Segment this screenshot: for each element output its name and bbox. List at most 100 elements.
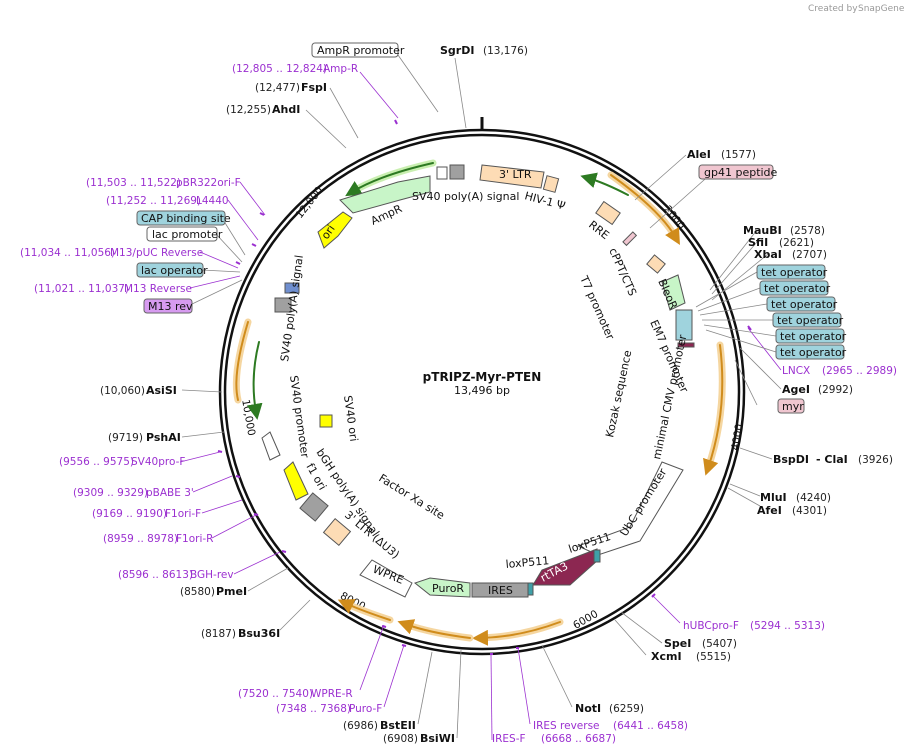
box-tet-operator-1[interactable] — [756, 264, 826, 280]
hiv-box[interactable] — [542, 175, 560, 193]
gp41-mark[interactable] — [622, 231, 638, 247]
box-myr-label: myr — [782, 400, 804, 413]
tick-m13 — [235, 261, 241, 265]
box-myr[interactable] — [777, 398, 805, 414]
box-cap[interactable] — [136, 210, 226, 226]
sv40-ori-box[interactable] — [319, 414, 333, 428]
site-xbai[interactable]: XbaI — [754, 248, 782, 261]
sv40pa-top-box[interactable] — [449, 164, 465, 180]
box-tet-operator-5[interactable] — [775, 328, 845, 344]
site-bsu36i[interactable]: Bsu36I — [238, 627, 280, 640]
tick-purof — [401, 644, 407, 647]
site-ahdi[interactable]: AhdI — [272, 103, 300, 116]
leader-xcmi — [614, 619, 647, 656]
sv40-promoter-arrow[interactable] — [261, 431, 281, 461]
leader-hubcprof — [651, 594, 681, 624]
orf-arrow-bottom-2 — [397, 619, 471, 639]
site-spei[interactable]: SpeI — [664, 637, 691, 650]
lac-operator-mark[interactable] — [284, 282, 300, 294]
box-lac-operator[interactable] — [136, 262, 204, 278]
site-noti-pos: (6259) — [609, 703, 644, 715]
site-bsiwi[interactable]: BsiWI — [420, 732, 455, 745]
small-white-box[interactable] — [436, 166, 448, 180]
primer-f1orif[interactable]: F1ori-F — [165, 508, 201, 520]
primer-lncx[interactable]: LNCX — [782, 365, 810, 377]
bleor-arrow[interactable] — [661, 274, 686, 311]
ltr3du3-box[interactable] — [322, 517, 352, 547]
tick-pbabe — [235, 475, 241, 478]
orf-arrow-bottom — [472, 621, 561, 646]
site-clai[interactable]: - ClaI — [816, 453, 848, 466]
primer-iresrev[interactable]: IRES reverse — [533, 720, 600, 732]
leader-sfii — [711, 241, 758, 295]
rre-box[interactable] — [595, 200, 621, 226]
puror-arrow[interactable] — [413, 577, 471, 598]
cppt-box[interactable] — [646, 254, 666, 274]
primer-sv40prof[interactable]: SV40pro-F — [131, 456, 185, 468]
ires-box[interactable] — [471, 582, 529, 598]
site-alei[interactable]: AleI — [687, 148, 711, 161]
myr-mark[interactable] — [677, 342, 695, 348]
box-tet-operator-6[interactable] — [775, 344, 845, 360]
site-afei[interactable]: AfeI — [757, 504, 782, 517]
box-tet-operator-4[interactable] — [772, 312, 842, 328]
box-m13rev[interactable] — [143, 298, 193, 314]
primer-f1orir-pos: (8959 .. 8978) — [103, 533, 178, 545]
site-maubi-pos: (2578) — [790, 225, 825, 237]
primer-pbabe[interactable]: pBABE 3' — [146, 487, 194, 499]
site-alei-pos: (1577) — [721, 149, 756, 161]
site-bsteii[interactable]: BstEII — [380, 719, 416, 732]
leader-bsu36i — [279, 599, 311, 631]
box-ampr-promoter-label: AmpR promoter — [317, 44, 405, 57]
site-mlui[interactable]: MluI — [760, 491, 787, 504]
site-sfii[interactable]: SfiI — [748, 236, 768, 249]
wpre-box[interactable] — [359, 559, 413, 598]
site-bspdi[interactable]: BspDI — [773, 453, 809, 466]
site-xcmi-pos: (5515) — [696, 651, 731, 663]
primer-l4440-pos: (11,252 .. 11,269) — [106, 195, 201, 207]
primer-ampr[interactable]: Amp-R — [323, 63, 358, 75]
site-maubi[interactable]: MauBI — [743, 224, 782, 237]
primer-bghrev[interactable]: BGH-rev — [190, 569, 234, 581]
leader-maubi — [709, 229, 758, 291]
primer-iresf[interactable]: IRES-F — [492, 733, 526, 745]
site-pshai[interactable]: PshAI — [146, 431, 181, 444]
loxp-mark-1[interactable] — [593, 549, 601, 563]
site-sgrdi[interactable]: SgrDI — [440, 44, 474, 57]
bgh-box[interactable] — [299, 492, 329, 522]
site-pmei[interactable]: PmeI — [216, 585, 247, 598]
leader-bspdi — [739, 447, 773, 460]
site-asisi[interactable]: AsiSI — [146, 384, 177, 397]
box-lac-promoter[interactable] — [146, 226, 218, 242]
ltr3-box[interactable] — [479, 164, 545, 189]
leader-m13-box — [189, 279, 243, 306]
box-tet-operator-2[interactable] — [759, 280, 829, 296]
site-agei[interactable]: AgeI — [782, 383, 810, 396]
site-xcmi[interactable]: XcmI — [651, 650, 682, 663]
primer-hubcprof[interactable]: hUBCpro-F — [683, 620, 739, 632]
f1ori-arrow[interactable] — [283, 461, 309, 501]
ampr-arrow[interactable] — [339, 175, 431, 214]
leader-pshai — [181, 431, 225, 438]
site-noti[interactable]: NotI — [575, 702, 601, 715]
sv40pa-left-box[interactable] — [274, 297, 292, 313]
label-ires: IRES — [488, 584, 513, 597]
primer-purof[interactable]: Puro-F — [349, 703, 382, 715]
primer-wprer[interactable]: WPRE-R — [311, 688, 353, 700]
leader-m13rev — [189, 275, 241, 289]
ori-arrow[interactable] — [317, 211, 353, 249]
primer-m13puc[interactable]: M13/pUC Reverse — [110, 247, 203, 259]
primer-pbr322[interactable]: pBR322ori-F — [176, 177, 241, 189]
primer-iresf-pos: (6668 .. 6687) — [541, 733, 616, 745]
box-tet-operator-3[interactable] — [766, 296, 836, 312]
box-ampr-promoter[interactable] — [311, 42, 399, 58]
tet-operator-block[interactable] — [675, 309, 693, 341]
orf-arrow-left-green — [246, 341, 263, 420]
primer-l4440[interactable]: L4440 — [196, 195, 229, 207]
primer-f1orir[interactable]: F1ori-R — [176, 533, 213, 545]
backbone-inner — [223, 133, 741, 651]
box-cap-label: CAP binding site — [141, 212, 231, 225]
box-gp41[interactable] — [698, 164, 774, 180]
primer-m13rev[interactable]: M13 Reverse — [124, 283, 192, 295]
site-fspi[interactable]: FspI — [301, 81, 327, 94]
